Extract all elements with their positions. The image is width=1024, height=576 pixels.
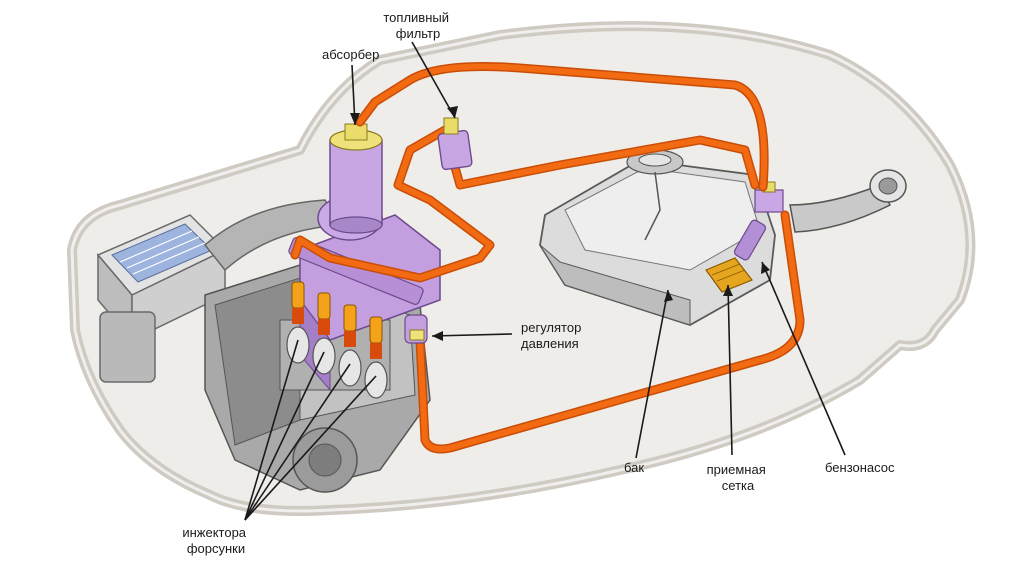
label-tank: бак bbox=[624, 460, 644, 475]
air-filter bbox=[96, 214, 227, 383]
injector bbox=[317, 292, 331, 335]
label-pressure-regulator: регулятор давления bbox=[521, 320, 585, 351]
label-fuel-pump: бензонасос bbox=[825, 460, 895, 475]
injector bbox=[369, 316, 383, 359]
label-absorber: абсорбер bbox=[322, 47, 379, 62]
intake-screen bbox=[705, 257, 753, 293]
absorber-canister bbox=[329, 123, 383, 234]
label-injectors: инжектора форсунки bbox=[182, 525, 249, 556]
fuel-pump bbox=[733, 181, 784, 261]
leader-lines bbox=[244, 41, 846, 521]
pressure-regulator bbox=[404, 314, 428, 344]
fuel-line bbox=[290, 62, 805, 454]
injector bbox=[343, 304, 357, 347]
injector bbox=[291, 281, 305, 324]
filler-neck bbox=[789, 169, 907, 233]
fuel-filter bbox=[437, 117, 473, 171]
leader-arrowheads bbox=[350, 106, 770, 341]
label-intake-screen: приемная сетка bbox=[707, 462, 770, 493]
label-fuel-filter: топливный фильтр bbox=[383, 10, 452, 41]
